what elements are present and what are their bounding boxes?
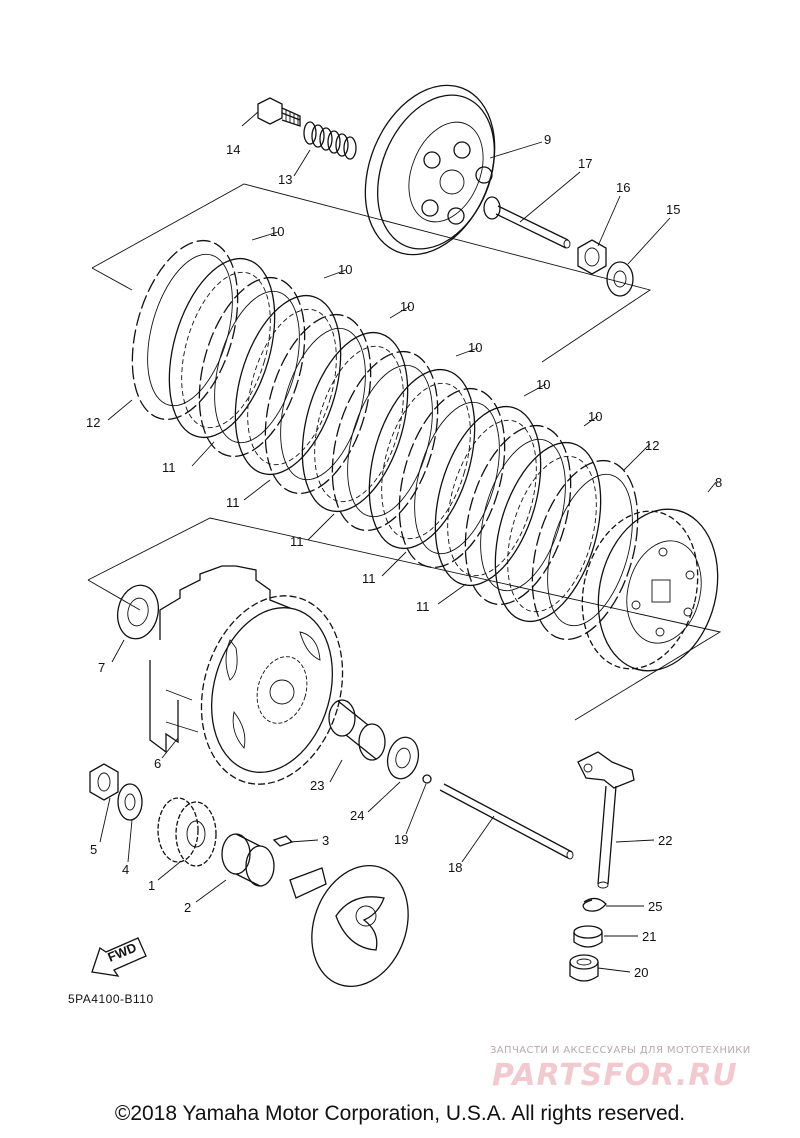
callout-14: 14 [226, 142, 240, 157]
part-11-friction-plate [398, 387, 506, 569]
callout-7: 7 [98, 660, 105, 675]
callout-11: 11 [290, 534, 304, 549]
callout-21: 21 [642, 929, 656, 944]
copyright-notice: ©2018 Yamaha Motor Corporation, U.S.A. A… [114, 1102, 686, 1125]
part-13-spring [303, 121, 357, 160]
fwd-arrow-icon: FWD [91, 937, 147, 977]
diagram-code: 5PA4100-B110 [68, 992, 154, 1006]
part-16-nut [577, 239, 607, 275]
part-10-steel-plate [234, 294, 342, 476]
part-4-washer [117, 783, 143, 821]
part-7-thrust-washer [116, 584, 160, 640]
callout-10: 10 [588, 409, 602, 424]
part-25-clip [582, 897, 607, 912]
hub-frame [87, 517, 722, 721]
callout-12: 12 [645, 438, 659, 453]
part-11-friction-plate [198, 276, 306, 458]
part-6-clutch-housing [149, 565, 344, 785]
part-1-primary-gear [157, 797, 217, 867]
callout-10: 10 [270, 224, 284, 239]
part-19-ball [422, 774, 432, 784]
part-11-friction-plate [264, 313, 372, 495]
callout-leader-lines [99, 111, 717, 973]
watermark-logo: PARTSFOR.RU [492, 1058, 738, 1093]
part-10-steel-plate [301, 331, 409, 513]
part-3-key [272, 835, 294, 847]
callout-4: 4 [122, 862, 129, 877]
part-21-oil-seal [573, 925, 603, 948]
plate-stack-frame [91, 183, 652, 363]
part-18-push-rod [439, 783, 574, 860]
clutch-plate-stack [131, 239, 639, 641]
callout-11: 11 [362, 571, 376, 586]
callout-9: 9 [544, 132, 551, 147]
callout-12: 12 [86, 415, 100, 430]
part-20-bearing [569, 954, 599, 982]
part-23-bushing [328, 699, 386, 761]
part-10-steel-plate [434, 405, 542, 587]
callout-15: 15 [666, 202, 680, 217]
callout-18: 18 [448, 860, 462, 875]
callout-10: 10 [468, 340, 482, 355]
part-9-pressure-plate [364, 84, 496, 256]
callout-8: 8 [715, 475, 722, 490]
callout-2: 2 [184, 900, 191, 915]
part-11-friction-plate [464, 424, 572, 606]
part-12-friction-plate [131, 239, 239, 421]
part-2-spacer [221, 833, 275, 887]
callout-5: 5 [90, 842, 97, 857]
callout-3: 3 [322, 833, 329, 848]
callout-17: 17 [578, 156, 592, 171]
crankshaft-web [289, 865, 409, 987]
callout-10: 10 [536, 377, 550, 392]
part-22-push-lever-shaft [577, 751, 635, 889]
callout-19: 19 [394, 832, 408, 847]
callout-23: 23 [310, 778, 324, 793]
callout-13: 13 [278, 172, 292, 187]
callout-1: 1 [148, 878, 155, 893]
callout-20: 20 [634, 965, 648, 980]
callout-22: 22 [658, 833, 672, 848]
callout-16: 16 [616, 180, 630, 195]
callout-11: 11 [162, 460, 176, 475]
callout-25: 25 [648, 899, 662, 914]
part-17-push-rod [483, 196, 571, 249]
part-15-washer [606, 261, 634, 297]
callout-11: 11 [226, 495, 240, 510]
part-10-steel-plate [168, 257, 276, 439]
part-24-washer [386, 736, 420, 780]
part-14-bolt [257, 97, 301, 127]
callout-24: 24 [350, 808, 364, 823]
part-5-nut [89, 763, 119, 801]
part-12-friction-plate [531, 459, 639, 641]
callout-11: 11 [416, 599, 430, 614]
part-10-steel-plate [368, 368, 476, 550]
part-10-steel-plate [494, 441, 602, 623]
callout-10: 10 [338, 262, 352, 277]
callout-labels: 9 10 10 10 10 10 10 12 12 11 11 11 11 11… [86, 132, 722, 980]
watermark-caption: ЗАПЧАСТИ И АКСЕССУАРЫ ДЛЯ МОТОТЕХНИКИ [490, 1045, 751, 1056]
part-11-friction-plate [331, 350, 439, 532]
callout-6: 6 [154, 756, 161, 771]
part-8-clutch-boss [581, 508, 719, 672]
callout-10: 10 [400, 299, 414, 314]
